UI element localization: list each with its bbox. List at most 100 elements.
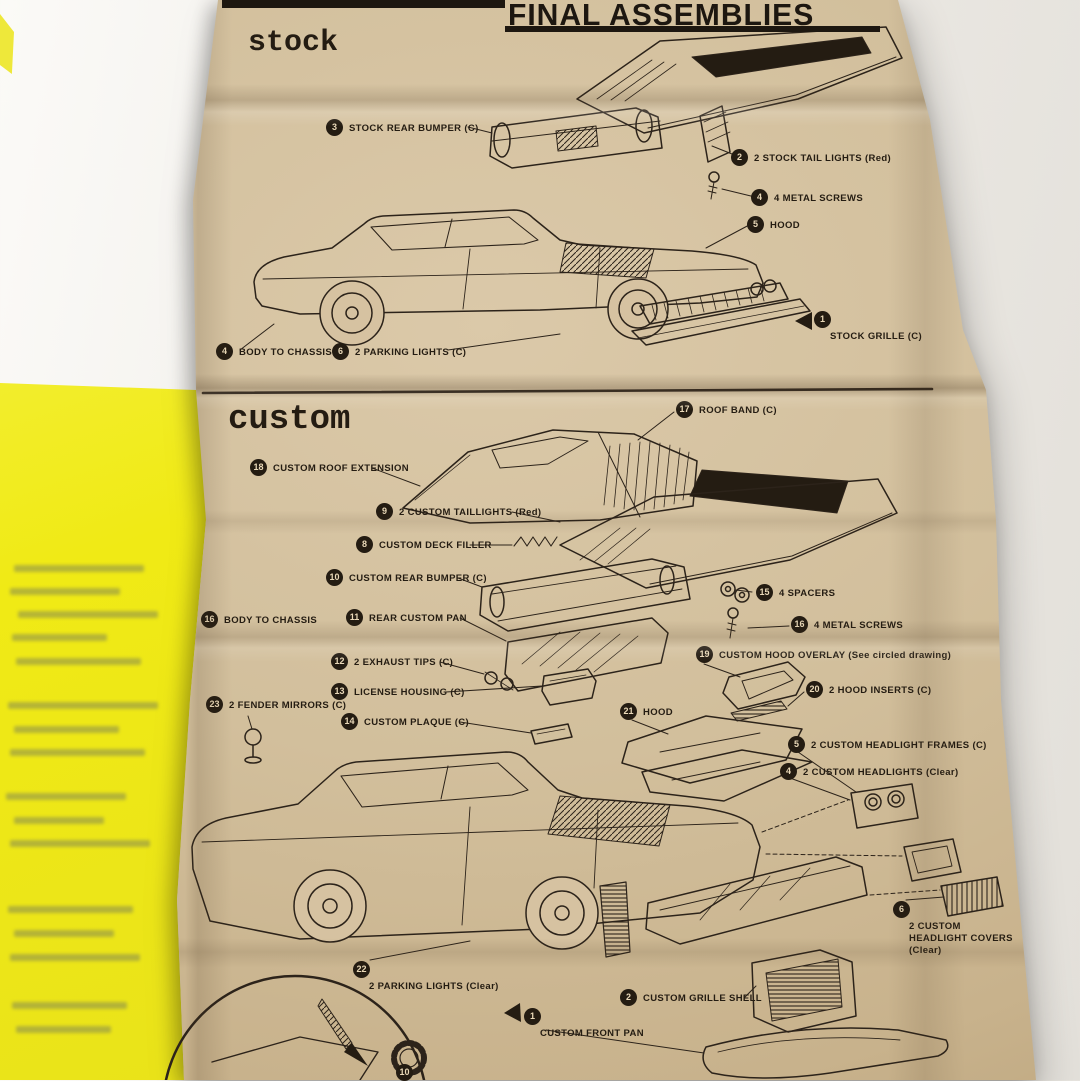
callout-custom-deck-filler: 8 CUSTOM DECK FILLER [356, 536, 492, 553]
callout-exhaust-tips: 12 2 EXHAUST TIPS (C) [331, 653, 453, 670]
callout-stock-parking-lights: 6 2 PARKING LIGHTS (C) [332, 343, 466, 360]
part-badge: 6 [332, 343, 349, 360]
stock-rear-bumper-drawing [489, 107, 663, 169]
part-label: 4 SPACERS [779, 588, 836, 599]
part-label: CUSTOM GRILLE SHELL [643, 993, 762, 1004]
callout-license-housing: 13 LICENSE HOUSING (C) [331, 683, 465, 700]
callout-custom-front-pan: 1 CUSTOM FRONT PAN [524, 1008, 644, 1039]
part-badge: 5 [788, 736, 805, 753]
part-badge: 9 [376, 503, 393, 520]
custom-car-drawing [191, 751, 868, 958]
showthrough-text-ghost [14, 817, 104, 824]
part-label: LICENSE HOUSING (C) [354, 687, 465, 698]
part-badge: 12 [331, 653, 348, 670]
part-badge: 1 [524, 1008, 541, 1025]
stock-car-drawing [253, 209, 764, 346]
part-label: STOCK GRILLE (C) [830, 331, 922, 342]
showthrough-text-ghost [6, 793, 126, 800]
callout-spacers: 15 4 SPACERS [756, 584, 835, 601]
part-badge: 6 [893, 901, 910, 918]
part-badge: 13 [331, 683, 348, 700]
callout-stock-metal-screws: 4 4 METAL SCREWS [751, 189, 863, 206]
callout-stock-rear-bumper: 3 STOCK REAR BUMPER (C) [326, 119, 479, 136]
showthrough-text-ghost [14, 930, 114, 937]
part-label: 2 CUSTOM TAILLIGHTS (Red) [399, 507, 542, 518]
part-badge: 22 [353, 961, 370, 978]
callout-custom-hood-overlay: 19 CUSTOM HOOD OVERLAY (See circled draw… [696, 646, 951, 663]
part-badge: 1 [814, 311, 831, 328]
part-label: BODY TO CHASSIS [224, 615, 318, 626]
part-label: 2 PARKING LIGHTS (Clear) [369, 981, 499, 992]
part-badge: 14 [341, 713, 358, 730]
custom-roof-drawing [402, 429, 698, 524]
callout-fender-mirrors: 23 2 FENDER MIRRORS (C) [206, 696, 346, 713]
part-label: CUSTOM DECK FILLER [379, 540, 492, 551]
custom-hood-drawing [621, 715, 813, 802]
part-label: BODY TO CHASSIS [239, 347, 333, 358]
callout-stock-hood: 5 HOOD [747, 216, 800, 233]
part-label: 2 CUSTOM HEADLIGHT FRAMES (C) [811, 740, 987, 751]
part-label: CUSTOM HOOD OVERLAY (See circled drawing… [719, 650, 952, 661]
callout-custom-metal-screws: 16 4 METAL SCREWS [791, 616, 903, 633]
showthrough-text-ghost [18, 611, 158, 618]
part-badge: 23 [206, 696, 223, 713]
stock-leader-lines [239, 126, 756, 351]
part-label: 2 EXHAUST TIPS (C) [354, 657, 454, 668]
part-badge: 16 [791, 616, 808, 633]
part-badge: 10 [326, 569, 343, 586]
callout-headlight-covers: 6 2 CUSTOM HEADLIGHT COVERS (Clear) [893, 901, 1017, 957]
custom-front-pan-arrow [504, 1003, 521, 1022]
detail-circle-drawing [164, 974, 426, 1080]
custom-leader-lines [247, 411, 945, 1054]
part-badge: 18 [250, 459, 267, 476]
yellow-paper-corner [0, 14, 14, 74]
part-badge: 8 [356, 536, 373, 553]
part-badge: 4 [751, 189, 768, 206]
callout-custom-plaque: 14 CUSTOM PLAQUE (C) [341, 713, 469, 730]
part-label: CUSTOM PLAQUE (C) [364, 717, 469, 728]
showthrough-text-ghost [10, 588, 120, 595]
rear-custom-pan-drawing [504, 617, 669, 692]
part-badge: 19 [696, 646, 713, 663]
exhaust-tips-drawing [484, 671, 514, 691]
part-label: CUSTOM FRONT PAN [540, 1028, 644, 1039]
headlight-pods-drawing [850, 783, 962, 882]
part-label: 2 HOOD INSERTS (C) [829, 685, 932, 696]
part-badge: 17 [676, 401, 693, 418]
custom-rear-bumper-drawing [479, 558, 691, 632]
callout-hood-inserts: 20 2 HOOD INSERTS (C) [806, 681, 931, 698]
part-label: 2 CUSTOM HEADLIGHTS (Clear) [803, 767, 959, 778]
part-badge: 15 [756, 584, 773, 601]
part-badge: 5 [747, 216, 764, 233]
header-rule-left [222, 0, 505, 8]
custom-front-pan-drawing [702, 1027, 949, 1079]
showthrough-text-ghost [8, 906, 133, 913]
stock-screw-drawing [707, 171, 720, 200]
callout-custom-grille-shell: 2 CUSTOM GRILLE SHELL [620, 989, 762, 1006]
custom-grille-shell-drawing [751, 949, 857, 1033]
part-badge: 16 [201, 611, 218, 628]
showthrough-text-ghost [14, 726, 119, 733]
part-badge: 2 [731, 149, 748, 166]
part-label: STOCK REAR BUMPER (C) [349, 123, 479, 134]
spacers-drawing [720, 581, 750, 603]
showthrough-text-ghost [10, 749, 145, 756]
hood-inserts-drawing [730, 700, 788, 722]
part-badge: 20 [806, 681, 823, 698]
part-label: 2 STOCK TAIL LIGHTS (Red) [754, 153, 892, 164]
part-label: HOOD [770, 220, 800, 231]
callout-bottom-badge: 10 [396, 1064, 413, 1081]
showthrough-text-ghost [8, 702, 158, 709]
callout-roof-band: 17 ROOF BAND (C) [676, 401, 777, 418]
part-badge: 21 [620, 703, 637, 720]
title-underline [505, 26, 880, 32]
part-badge: 10 [396, 1064, 413, 1081]
callout-stock-body-to-chassis: 4 BODY TO CHASSIS [216, 343, 332, 360]
callout-custom-roof-extension: 18 CUSTOM ROOF EXTENSION [250, 459, 409, 476]
part-badge: 3 [326, 119, 343, 136]
part-label: REAR CUSTOM PAN [369, 613, 467, 624]
callout-headlight-frames: 5 2 CUSTOM HEADLIGHT FRAMES (C) [788, 736, 987, 753]
